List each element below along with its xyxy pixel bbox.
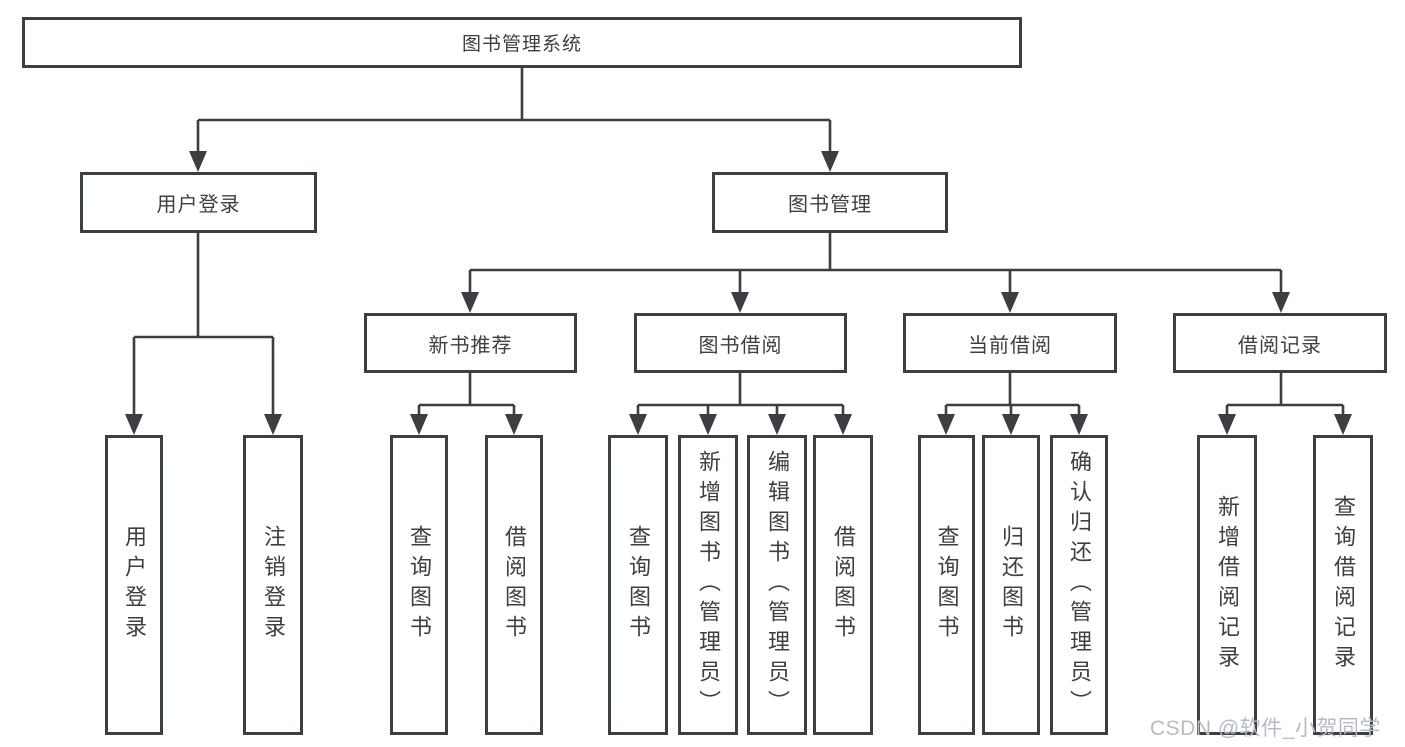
leaf-query-books-3: 查询图书 [918, 435, 975, 735]
leaf-query-books-1: 查询图书 [390, 435, 448, 735]
connector-root-to-level2 [189, 68, 839, 172]
leaf-borrow-books-1: 借阅图书 [485, 435, 543, 735]
node-label: 图书管理系统 [461, 34, 582, 55]
connector-current-borrowing-to-leaves [937, 373, 1088, 435]
leaf-add-books-admin: 新增图书（管理员） [678, 435, 738, 735]
connector-book-borrowing-to-leaves [629, 373, 852, 435]
node-label: 借阅图书 [502, 525, 527, 645]
node-label: 图书管理 [788, 194, 872, 216]
node-label: 新增借阅记录 [1215, 495, 1240, 675]
node-current-borrowing: 当前借阅 [903, 313, 1117, 373]
node-library-management-system: 图书管理系统 [22, 17, 1022, 68]
leaf-user-login: 用户登录 [105, 435, 163, 735]
node-label: 查询图书 [626, 525, 651, 645]
node-label: 归还图书 [999, 525, 1024, 645]
leaf-query-borrow-record: 查询借阅记录 [1313, 435, 1373, 735]
connector-new-book-to-leaves [410, 373, 523, 435]
node-label: 当前借阅 [968, 334, 1052, 357]
node-label: 注销登录 [261, 525, 286, 645]
leaf-confirm-return-admin: 确认归还（管理员） [1050, 435, 1108, 735]
connector-book-management-to-level3 [461, 233, 1290, 313]
node-label: 查询图书 [934, 525, 960, 645]
node-user-login: 用户登录 [80, 172, 317, 233]
connector-user-login-to-leaves [125, 233, 282, 435]
leaf-edit-books-admin: 编辑图书（管理员） [747, 435, 807, 735]
node-label: 新书推荐 [428, 334, 513, 357]
node-label: 查询图书 [407, 525, 432, 645]
node-label: 借阅图书 [831, 525, 856, 645]
node-label: 确认归还（管理员） [1067, 450, 1092, 720]
node-label: 查询借阅记录 [1331, 495, 1356, 675]
node-book-management: 图书管理 [712, 172, 948, 233]
leaf-return-books: 归还图书 [982, 435, 1040, 735]
leaf-add-borrow-record: 新增借阅记录 [1197, 435, 1257, 735]
node-label: 图书借阅 [698, 334, 783, 357]
node-book-borrowing: 图书借阅 [634, 313, 847, 373]
node-label: 新增图书（管理员） [696, 450, 721, 720]
node-label: 用户登录 [156, 194, 241, 216]
node-new-book-recommendation: 新书推荐 [364, 313, 577, 373]
node-label: 编辑图书（管理员） [765, 450, 790, 720]
connector-borrowing-records-to-leaves [1218, 373, 1352, 435]
csdn-watermark: CSDN @软件_小贺同学 [1150, 717, 1381, 740]
leaf-query-books-2: 查询图书 [608, 435, 668, 735]
leaf-logout: 注销登录 [243, 435, 303, 735]
leaf-borrow-books-2: 借阅图书 [813, 435, 873, 735]
node-borrowing-records: 借阅记录 [1173, 313, 1387, 373]
node-label: 用户登录 [122, 525, 147, 645]
node-label: 借阅记录 [1238, 334, 1322, 357]
